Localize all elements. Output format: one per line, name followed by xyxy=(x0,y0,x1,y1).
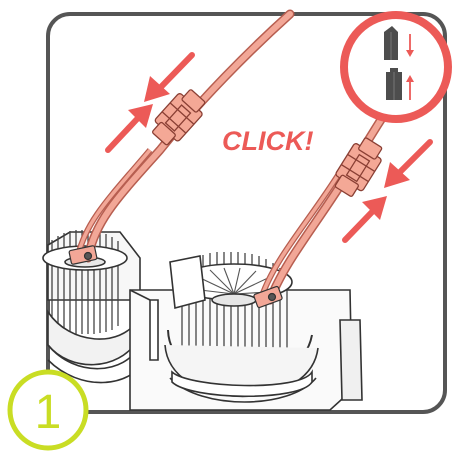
push-arrow-icon xyxy=(157,52,195,91)
left-plug-socket xyxy=(68,245,98,265)
right-push-arrows xyxy=(342,139,433,243)
push-arrow-icon xyxy=(397,139,433,175)
click-callout-magnifier-icon xyxy=(340,11,452,123)
left-connector-icon xyxy=(152,89,206,146)
click-label: CLICK! xyxy=(222,126,313,156)
left-cable xyxy=(68,9,295,265)
step-number-badge: 1 xyxy=(7,369,89,451)
left-downlight xyxy=(42,230,146,384)
push-arrow-icon xyxy=(342,209,375,243)
left-push-arrows xyxy=(105,52,195,153)
right-plug-socket xyxy=(253,285,283,309)
push-arrow-icon xyxy=(105,115,141,153)
right-connector-icon xyxy=(334,137,383,197)
step-number: 1 xyxy=(35,386,62,439)
